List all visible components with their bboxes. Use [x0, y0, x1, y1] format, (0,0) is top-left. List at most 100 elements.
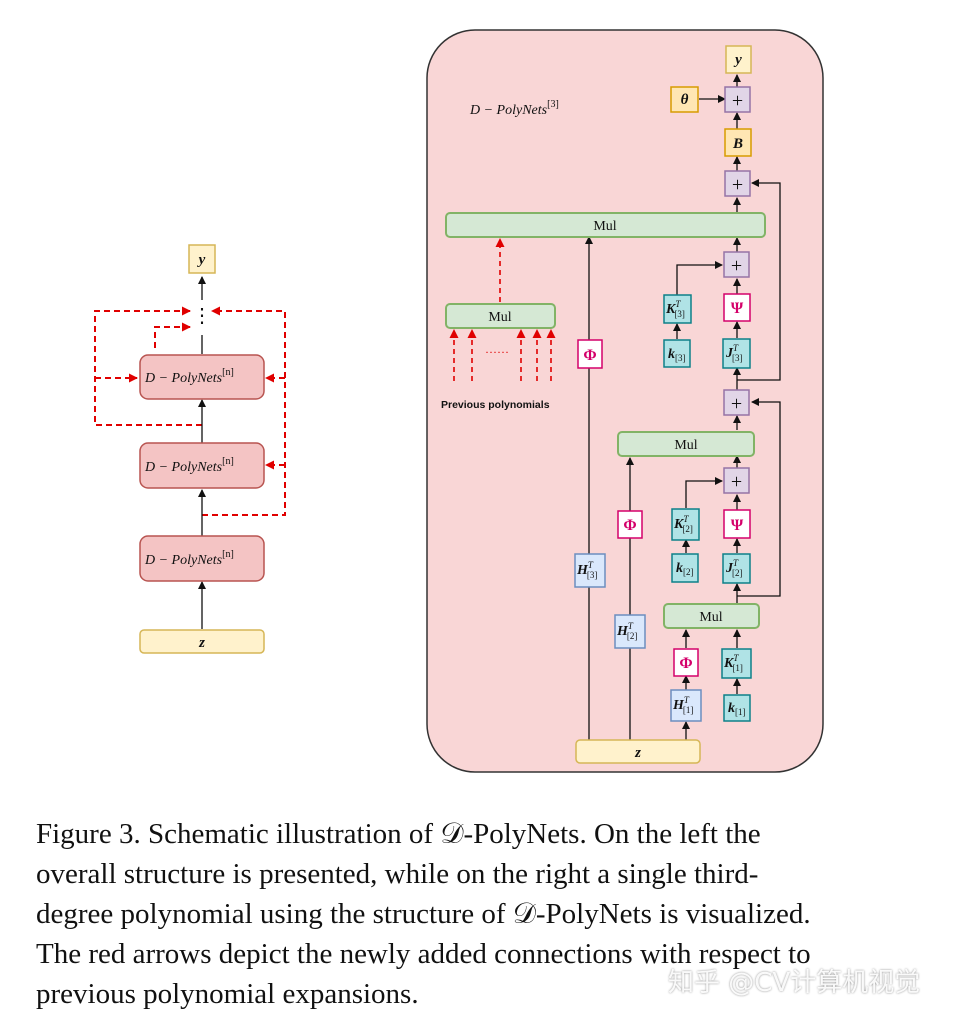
svg-text:HT[3]: HT[3] [576, 560, 597, 580]
j-matrix-2: JT[2] [722, 553, 751, 584]
j2-sup: T [733, 558, 739, 568]
panel-title: D − PolyNets [469, 103, 548, 118]
psi-symbol: Ψ [731, 300, 744, 317]
caption-line-2: overall structure is presented, while on… [36, 858, 759, 890]
right-z-label: z [634, 745, 641, 761]
phi-symbol: Φ [583, 347, 596, 364]
phi-3: Φ [577, 339, 603, 369]
h3-letter: H [576, 563, 589, 578]
kv1-letter: k [728, 701, 735, 716]
previous-polynomials-label: Previous polynomials [441, 399, 550, 411]
prev-dots: ······ [485, 345, 509, 359]
k-vector-2: k[2] [671, 553, 699, 583]
svg-text:JT[3]: JT[3] [725, 343, 743, 363]
kv2-letter: k [676, 561, 683, 576]
kv3-letter: k [668, 347, 675, 362]
svg-text:D − PolyNets[3]: D − PolyNets[3] [469, 99, 559, 118]
caption-line-5: previous polynomial expansions. [36, 978, 419, 1010]
mul-previous: Mul [445, 303, 556, 329]
block-label: D − PolyNets [144, 553, 223, 568]
block-superscript: [n] [222, 367, 234, 378]
j-matrix-3: JT[3] [722, 338, 751, 369]
svg-text:KT[3]: KT[3] [665, 299, 685, 319]
k-matrix-3: KT[3] [663, 294, 692, 324]
plus-node-5: + [723, 467, 750, 494]
k2-sub: [2] [682, 524, 693, 534]
h2-sup: T [628, 621, 634, 631]
h1-letter: H [672, 698, 685, 713]
k3-letter: K [665, 302, 677, 317]
caption-line-4: The red arrows depict the newly added co… [36, 938, 811, 970]
block-label: D − PolyNets [144, 460, 223, 475]
h-matrix-2: HT[2] [614, 614, 646, 649]
b-label: B [732, 136, 743, 152]
mul-top: Mul [445, 212, 766, 238]
h2-sub: [2] [627, 631, 638, 641]
left-block-mid: D − PolyNets[n] [139, 442, 265, 489]
phi-1: Φ [673, 648, 699, 677]
mul-label: Mul [699, 610, 722, 625]
h1-sup: T [684, 695, 690, 705]
svg-text:D − PolyNets[n]: D − PolyNets[n] [144, 456, 234, 475]
plus-node-3: + [723, 251, 750, 278]
k1-sup: T [733, 653, 739, 663]
k-vector-3: k[3] [663, 339, 691, 368]
svg-text:D − PolyNets[n]: D − PolyNets[n] [144, 367, 234, 386]
k1-sub: [1] [732, 663, 743, 673]
mul-bottom: Mul [663, 603, 760, 629]
phi-symbol: Φ [623, 517, 636, 534]
right-y-label: y [733, 52, 742, 68]
svg-text:KT[1]: KT[1] [723, 653, 743, 673]
h-matrix-3: HT[3] [574, 553, 606, 588]
k3-sup: T [675, 299, 681, 309]
block-superscript: [n] [222, 456, 234, 467]
right-input-z: z [575, 739, 701, 764]
left-block-top: D − PolyNets[n] [139, 354, 265, 400]
kv2-sub: [2] [683, 567, 694, 577]
block-superscript: [n] [222, 549, 234, 560]
phi-2: Φ [617, 510, 643, 539]
figure-caption: Figure 3. Schematic illustration of 𝒟-Po… [36, 814, 904, 1014]
svg-text:KT[2]: KT[2] [673, 514, 693, 534]
svg-text:D − PolyNets[n]: D − PolyNets[n] [144, 549, 234, 568]
caption-line-1: Figure 3. Schematic illustration of 𝒟-Po… [36, 818, 761, 850]
b-matrix: B [724, 128, 752, 157]
j3-sub: [3] [732, 353, 743, 363]
plus-nodes: + + + + + [723, 86, 751, 494]
right-output-y: y [725, 45, 752, 74]
svg-text:JT[2]: JT[2] [725, 558, 743, 578]
j3-letter: J [725, 346, 734, 361]
previous-polynomial-arrows [449, 238, 556, 381]
phi-symbol: Φ [679, 655, 692, 672]
plus-symbol: + [731, 393, 742, 415]
svg-text:k[2]: k[2] [676, 561, 694, 577]
left-dots: ⋮ [192, 305, 212, 327]
left-input-z: z [139, 629, 265, 654]
left-output-y: y [188, 244, 216, 274]
k-matrix-1: KT[1] [721, 648, 752, 679]
h3-sup: T [588, 560, 594, 570]
j3-sup: T [733, 343, 739, 353]
left-block-bottom: D − PolyNets[n] [139, 535, 265, 582]
panel-title-superscript: [3] [547, 99, 559, 110]
svg-text:HT[1]: HT[1] [672, 695, 693, 715]
mul-label: Mul [488, 310, 511, 325]
j2-letter: J [725, 561, 734, 576]
h1-sub: [1] [683, 705, 694, 715]
h3-sub: [3] [587, 570, 598, 580]
plus-node-4: + [723, 389, 750, 416]
k-vector-1: k[1] [723, 694, 751, 722]
block-label: D − PolyNets [144, 371, 223, 386]
kv1-sub: [1] [735, 707, 746, 717]
zhihu-watermark: 知乎 @CV计算机视觉 [668, 968, 921, 998]
mul-label: Mul [674, 438, 697, 453]
plus-symbol: + [732, 90, 743, 112]
h2-letter: H [616, 624, 629, 639]
plus-node-2: + [724, 170, 751, 197]
mul-middle: Mul [617, 431, 755, 457]
caption-line-3: degree polynomial using the structure of… [36, 898, 811, 930]
k1-letter: K [723, 656, 735, 671]
left-overview: ⋮ y D − PolyNets[n] D − PolyNets[n] D − … [94, 244, 286, 654]
right-panel: D − PolyNets[3] [426, 29, 824, 773]
left-y-label: y [197, 252, 206, 268]
